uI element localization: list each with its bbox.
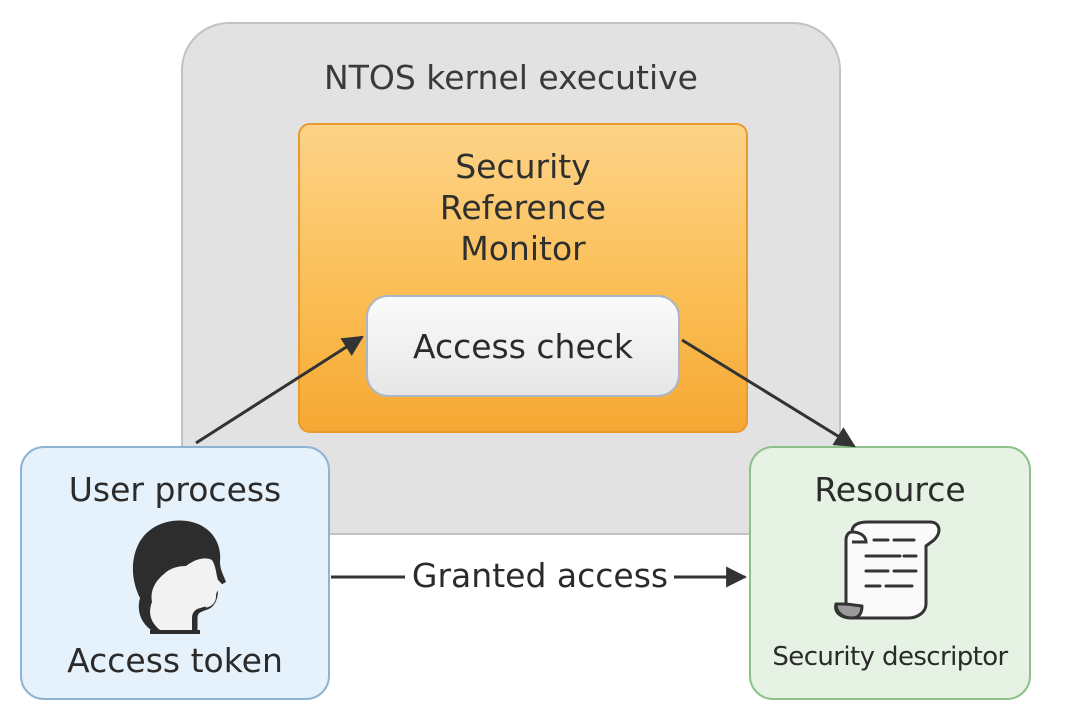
security-descriptor-label: Security descriptor [772,642,1008,672]
srm-title-line1: Security [455,147,591,186]
granted-access-label: Granted access [405,556,675,595]
scroll-document-icon [834,520,941,620]
user-process-title: User process [68,470,282,509]
access-check-box: Access check [366,295,680,397]
srm-title-line3: Monitor [460,229,586,268]
security-reference-monitor-title: Security Reference Monitor [298,146,748,269]
arrow-check-to-resource [681,338,856,448]
resource-title: Resource [814,470,966,509]
kernel-executive-title: NTOS kernel executive [324,58,698,97]
person-head-icon [132,520,226,634]
srm-title-line2: Reference [439,188,607,227]
granted-access-label-wrap: Granted access [330,556,750,595]
access-token-label: Access token [67,641,283,680]
arrow-user-to-check [195,335,364,445]
access-check-label: Access check [412,326,634,366]
